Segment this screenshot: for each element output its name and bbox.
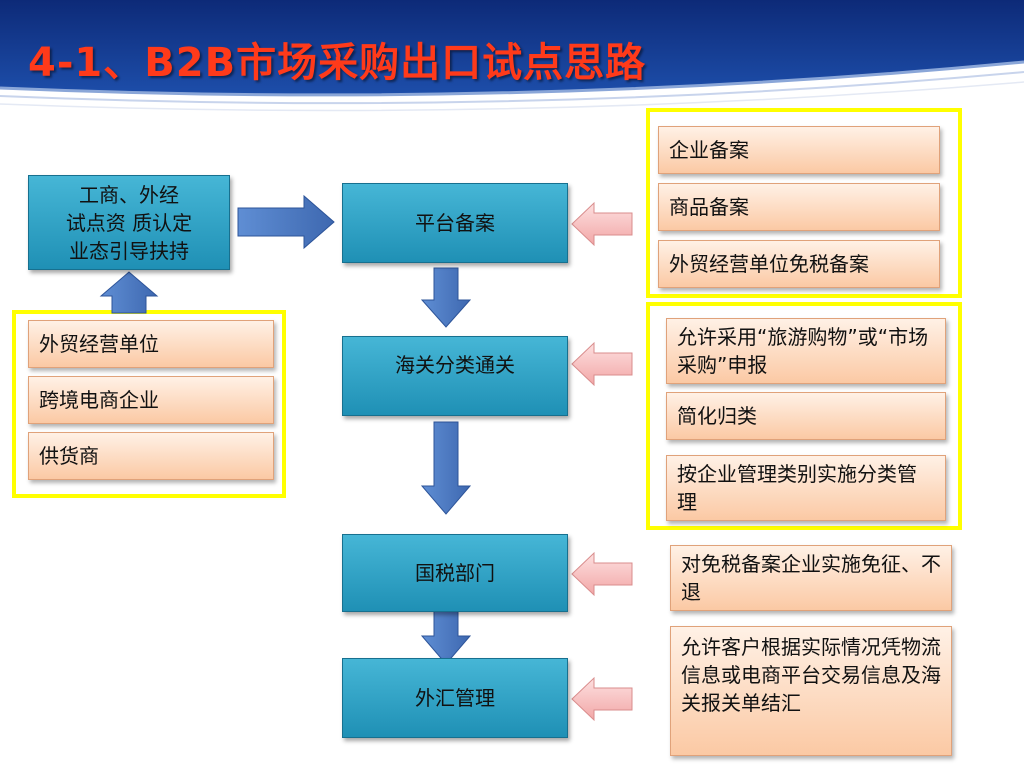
arrow-right-icon xyxy=(237,194,335,250)
left-support-box: 工商、外经 试点资 质认定 业态引导扶持 xyxy=(28,175,230,270)
header-banner: 4-1、B2B市场采购出口试点思路 xyxy=(0,0,1024,120)
right-group-1-item: 商品备案 xyxy=(658,183,940,231)
arrow-down-icon xyxy=(420,267,472,328)
arrow-left-icon xyxy=(571,201,633,247)
left-support-line-3: 业态引导扶持 xyxy=(69,238,189,263)
left-support-line-2: 试点资 质认定 xyxy=(65,210,193,235)
forex-policy-box: 允许客户根据实际情况凭物流信息或电商平台交易信息及海关报关单结汇 xyxy=(670,626,952,756)
left-group-item: 外贸经营单位 xyxy=(28,320,274,368)
arrow-up-icon xyxy=(99,271,159,314)
right-group-2-item: 按企业管理类别实施分类管理 xyxy=(666,455,946,521)
left-support-line-1: 工商、外经 xyxy=(79,182,179,207)
right-group-1-item: 企业备案 xyxy=(658,126,940,174)
right-group-2-item: 允许采用“旅游购物”或“市场采购”申报 xyxy=(666,318,946,384)
right-group-1-item: 外贸经营单位免税备案 xyxy=(658,240,940,288)
arrow-left-icon xyxy=(571,551,633,597)
left-group-item: 供货商 xyxy=(28,432,274,480)
tax-policy-box: 对免税备案企业实施免征、不退 xyxy=(670,545,952,611)
arrow-left-icon xyxy=(571,341,633,387)
step-customs-clearance: 海关分类通关 xyxy=(342,336,568,416)
step-platform-registration: 平台备案 xyxy=(342,183,568,263)
arrow-left-icon xyxy=(571,676,633,722)
step-forex-management: 外汇管理 xyxy=(342,658,568,738)
left-group-item: 跨境电商企业 xyxy=(28,376,274,424)
arrow-down-icon xyxy=(420,421,472,515)
arrow-down-icon xyxy=(420,609,472,665)
step-national-tax: 国税部门 xyxy=(342,534,568,612)
page-title: 4-1、B2B市场采购出口试点思路 xyxy=(28,40,647,86)
right-group-2-item: 简化归类 xyxy=(666,392,946,440)
banner-background xyxy=(0,0,1024,112)
